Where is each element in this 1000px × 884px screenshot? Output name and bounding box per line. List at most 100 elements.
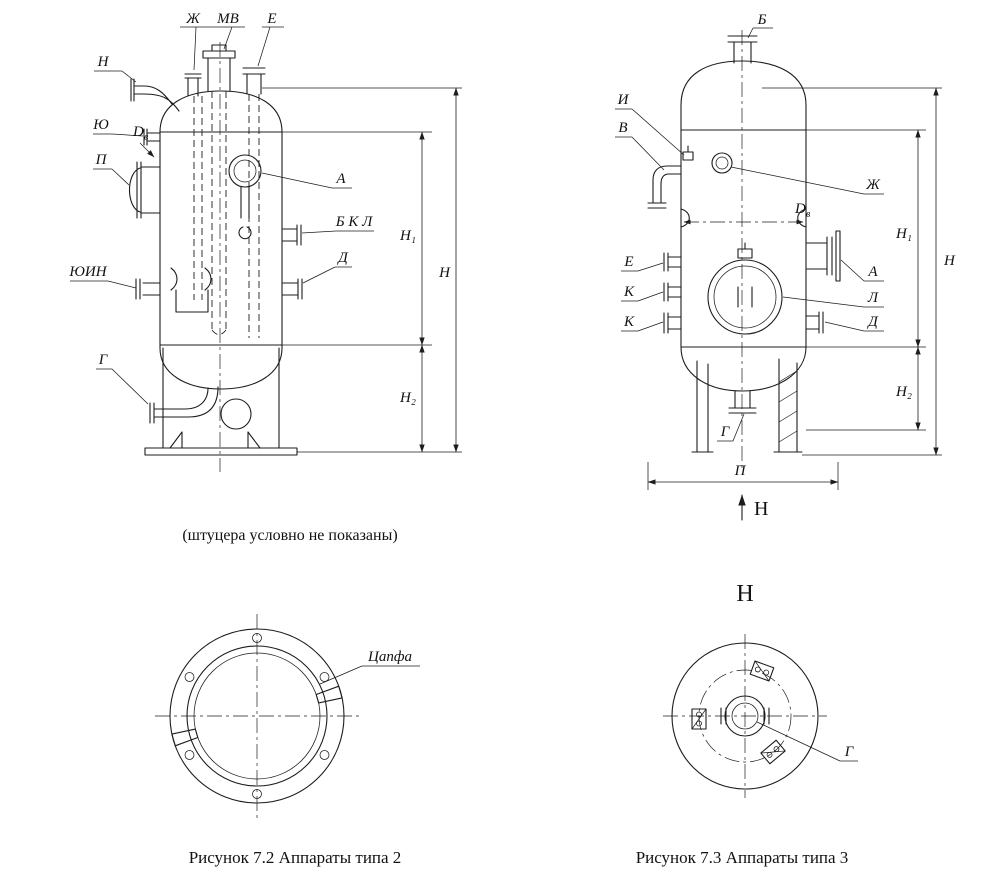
- fig73-label-k1: К: [623, 284, 635, 300]
- fig72: Н₁ Н Н₂ Ж МВ Е Н Ю D в П А Б К Л Д ЮИН: [68, 11, 462, 867]
- fig73-label-zh: Ж: [865, 177, 881, 193]
- fig73-bottomview-title: Н: [736, 581, 753, 607]
- fig72-label-tsapfa: Цапфа: [367, 649, 412, 665]
- fig72-leader-p: [93, 168, 130, 186]
- fig72-leader-yu: [93, 133, 144, 137]
- fig72-leader-e: [257, 26, 284, 67]
- fig72-leader-zh-mv: [180, 26, 245, 71]
- fig73-leader-k1: [621, 291, 664, 302]
- fig73-shell: [680, 60, 807, 392]
- fig72-extension-lines: [262, 87, 462, 453]
- fig72-topview-centerlines: [155, 614, 359, 818]
- fig73-view-letter: Н: [754, 498, 768, 520]
- fig73-label-l: Л: [867, 290, 879, 306]
- fig72-skirt-opening: [220, 398, 252, 430]
- fig73-pipe-v: [647, 165, 682, 209]
- fig73-view-indicator: Н: [738, 494, 768, 521]
- fig72-top-view: Цапфа: [155, 614, 420, 818]
- fig72-dim-h2: Н₂: [399, 390, 416, 406]
- fig72-label-p: П: [95, 152, 108, 168]
- fig73-label-dv-sub: в: [806, 209, 811, 220]
- fig73-leader-k2: [621, 321, 664, 332]
- fig72-leader-n: [94, 70, 137, 83]
- fig72-caption: Рисунок 7.2 Аппараты типа 2: [189, 848, 402, 867]
- fig72-label-n: Н: [97, 54, 110, 70]
- note: (штуцера условно не показаны): [182, 527, 397, 544]
- fig73-bottomview-label-g: Г: [844, 744, 855, 760]
- fig72-vessel: [128, 42, 303, 472]
- fig73-bottomview-leader-g: [756, 721, 858, 762]
- fig72-label-yu: Ю: [92, 117, 109, 133]
- fig73-nozzle-a: [805, 230, 841, 282]
- fig72-right-nozzles: [281, 224, 303, 300]
- fig73-leader-v: [615, 136, 665, 171]
- fig72-label-bkl: Б К Л: [335, 214, 373, 230]
- fig73-bottomview-leg-fitting-1: [749, 660, 775, 682]
- fig72-drain: [149, 386, 252, 430]
- fig72-label-e: Е: [266, 11, 276, 27]
- fig73-label-i: И: [617, 92, 630, 108]
- fig73-leg-hatch: [778, 370, 798, 443]
- fig72-label-yuin: ЮИН: [68, 264, 107, 280]
- fig73-caption: Рисунок 7.3 Аппараты типа 3: [636, 848, 849, 867]
- fig73-nozzle-g: [728, 390, 757, 414]
- fig72-nozzle-n-pipe: [130, 78, 180, 112]
- fig73: Н₁ Н Н₂ П Б И В Ж D в Е К К А Л Д: [615, 12, 956, 867]
- fig73-bottom-view: Н: [663, 581, 858, 798]
- fig72-left-nozzles: [128, 128, 161, 300]
- fig73-bottomview-nozzle-inner: [731, 702, 759, 730]
- fig73-nozzle-d: [805, 311, 824, 334]
- fig73-leader-i: [615, 108, 685, 156]
- fig72-label-mv: МВ: [216, 11, 239, 27]
- fig73-dim-h1: Н₁: [895, 226, 912, 242]
- fig72-dim-h1: Н₁: [399, 228, 416, 244]
- fig73-label-d: Д: [866, 314, 879, 330]
- fig73-labels: Б И В Ж D в Е К К А Л Д Г: [615, 12, 884, 442]
- fig72-sight-glass: [228, 154, 262, 240]
- fig73-left-nozzles: [663, 252, 682, 334]
- fig73-dim-p: П: [734, 463, 747, 479]
- fig72-leader-yuin: [70, 280, 137, 289]
- fig73-fitting-i: [682, 145, 694, 161]
- fig72-shell: [159, 90, 283, 390]
- fig73-bottomview-leg-fitting-2: [691, 708, 707, 730]
- fig73-extension-lines: [647, 87, 942, 490]
- fig73-leader-d: [824, 321, 884, 332]
- fig72-label-g: Г: [98, 352, 109, 368]
- fig72-leader-bkl: [301, 230, 374, 234]
- fig73-leader-e: [621, 262, 664, 272]
- fig72-top-nozzles: [184, 44, 266, 97]
- fig72-label-dv: D: [132, 124, 144, 140]
- fig73-leader-zh: [730, 166, 884, 195]
- fig72-topview-trunnions: [171, 685, 343, 747]
- fig72-labels: Ж МВ Е Н Ю D в П А Б К Л Д ЮИН Г: [68, 11, 374, 405]
- fig73-leader-a: [840, 259, 884, 282]
- fig72-label-a: А: [335, 171, 346, 187]
- fig73-leader-l: [782, 296, 884, 308]
- fig72-internals: [170, 267, 212, 313]
- fig73-bottomview-leg-fitting-3: [760, 739, 786, 765]
- fig73-label-a: А: [867, 264, 878, 280]
- fig73-nozzle-b: [727, 35, 758, 64]
- fig72-topview-bolts: [184, 633, 330, 799]
- fig72-label-zh: Ж: [185, 11, 201, 27]
- fig72-leader-d: [302, 266, 352, 284]
- fig72-dimensions: Н₁ Н Н₂: [262, 87, 462, 453]
- fig73-label-e: Е: [623, 254, 633, 270]
- fig73-label-b: Б: [757, 12, 767, 28]
- fig72-skirt: [144, 347, 298, 456]
- fig73-label-g: Г: [720, 424, 731, 440]
- fig73-label-k2: К: [623, 314, 635, 330]
- fig73-bottomview-centerlines: [663, 634, 827, 798]
- fig72-label-d: Д: [336, 250, 349, 266]
- fig73-sight-glass-zh: [711, 152, 733, 174]
- fig73-legs: [691, 358, 803, 453]
- fig73-dimensions: Н₁ Н Н₂ П: [647, 87, 956, 490]
- fig73-leader-b: [747, 27, 773, 39]
- fig73-manhole-l: [707, 242, 783, 335]
- fig73-vessel: [647, 30, 841, 470]
- fig73-dim-h2: Н₂: [895, 384, 912, 400]
- fig72-leader-g: [96, 368, 149, 405]
